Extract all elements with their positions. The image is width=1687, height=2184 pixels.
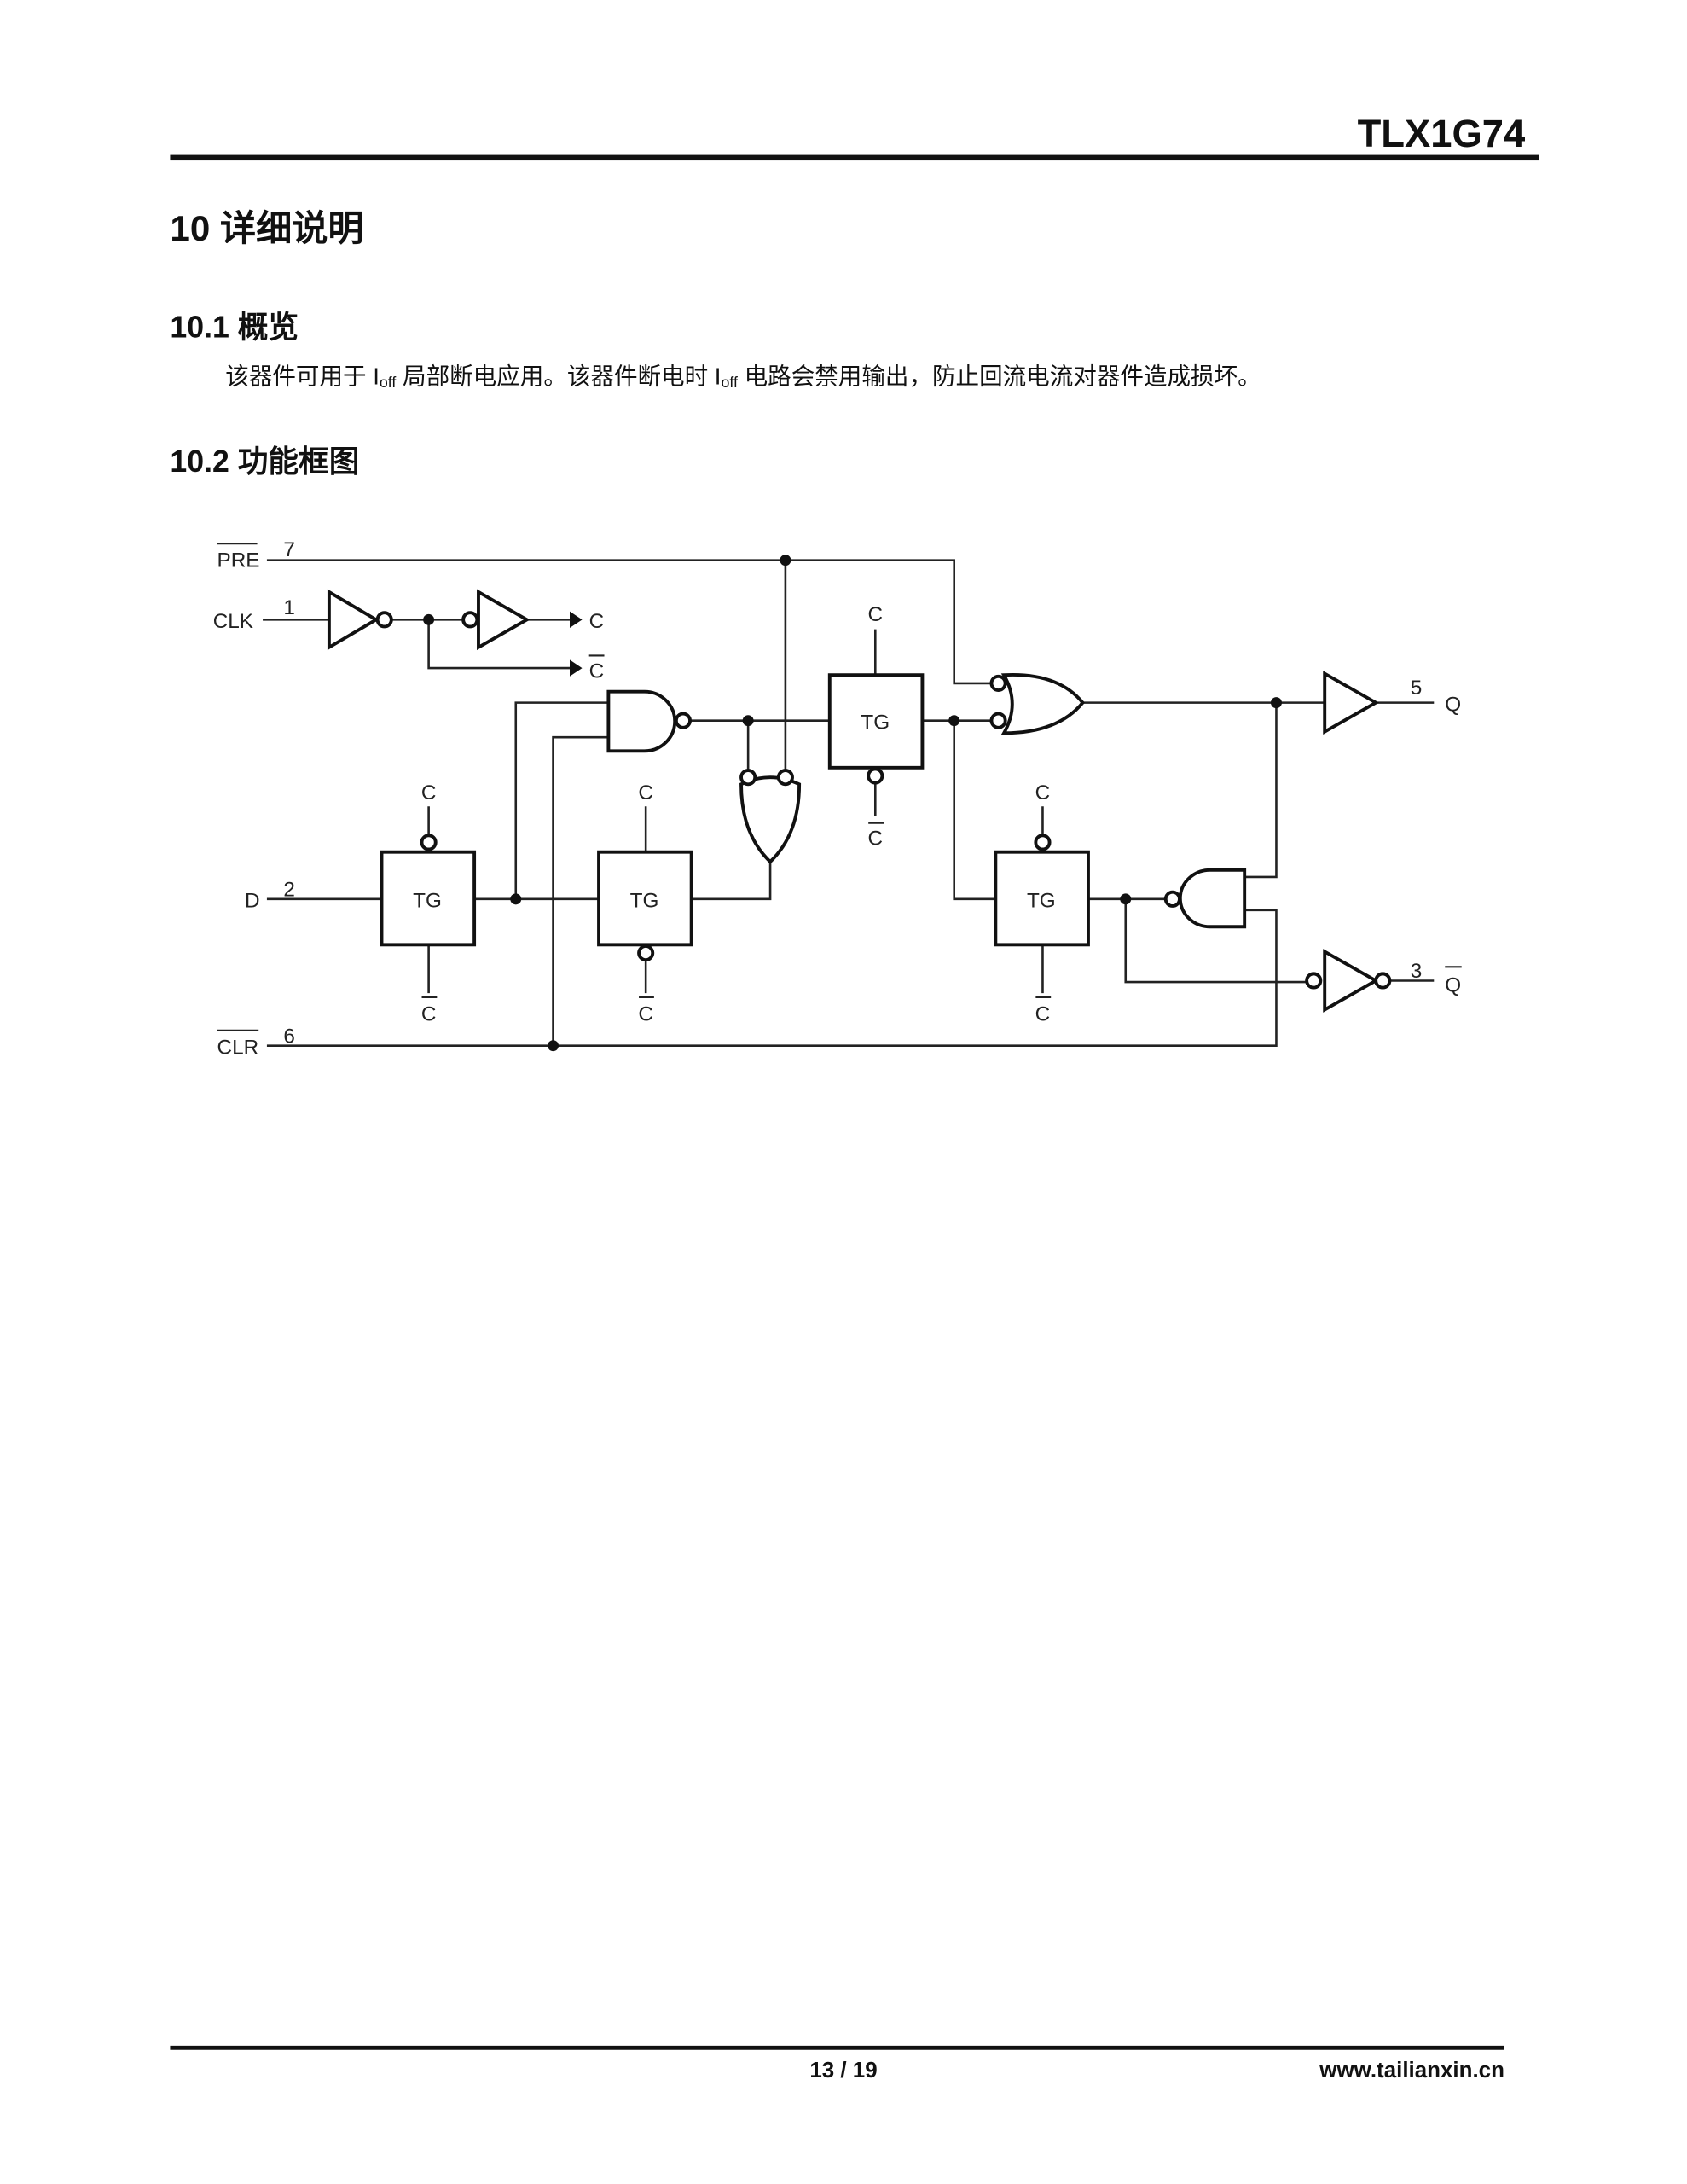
svg-text:C: C: [638, 1003, 653, 1026]
transmission-gate-4: TG C C: [994, 781, 1090, 1026]
qbar-inverter: [1323, 949, 1380, 1013]
pre-label: PRE: [217, 549, 260, 572]
pin-3: 3: [1411, 960, 1423, 983]
pin-6: 6: [283, 1025, 295, 1048]
svg-text:C: C: [638, 781, 653, 804]
section-title: 10 详细说明: [170, 208, 363, 248]
q-buffer: [1323, 671, 1380, 735]
svg-text:C: C: [1035, 781, 1051, 804]
header-rule: [170, 154, 1539, 161]
svg-text:C: C: [1035, 1003, 1051, 1026]
svg-text:C: C: [868, 828, 884, 851]
svg-text:TG: TG: [630, 890, 659, 913]
overview-title: 10.1 概览: [170, 311, 299, 345]
clr-label: CLR: [217, 1036, 259, 1059]
d-label: D: [245, 890, 260, 913]
svg-text:TG: TG: [413, 890, 442, 913]
svg-text:C: C: [868, 603, 884, 626]
overview-paragraph: 该器件可用于 Ioff 局部断电应用。该器件断电时 Ioff 电路会禁用输出，防…: [225, 363, 1261, 391]
document-id: TLX1G74: [1358, 112, 1526, 155]
or-gate: [1000, 672, 1085, 735]
svg-text:TG: TG: [861, 711, 890, 734]
clock-out-c: C: [589, 610, 605, 633]
nor-gate-vertical: [739, 775, 802, 864]
footer-rule: [170, 2045, 1504, 2050]
nand-gate: [606, 689, 677, 753]
transmission-gate-3: TG C C: [827, 603, 925, 851]
svg-text:TG: TG: [1027, 890, 1056, 913]
transmission-gate-1: TG C C: [380, 781, 477, 1026]
svg-text:C: C: [421, 781, 437, 804]
transmission-gate-2: TG C C: [597, 781, 693, 1026]
pin-1: 1: [283, 596, 295, 619]
clock-inverter-2: [477, 589, 530, 651]
clock-out-cbar: C: [589, 659, 605, 682]
pin-2: 2: [283, 879, 295, 902]
and-gate-2: [1178, 868, 1247, 929]
pin-7: 7: [283, 538, 295, 561]
svg-text:C: C: [421, 1003, 437, 1026]
qbar-label: Q: [1445, 973, 1461, 996]
functional-block-diagram: PRE 7 CLK 1 D 2 CLR 6 5 Q 3 Q C C: [213, 538, 1462, 1059]
pin-5: 5: [1411, 677, 1423, 700]
block-diagram-title: 10.2 功能框图: [170, 444, 359, 479]
website-link[interactable]: www.tailianxin.cn: [1319, 2059, 1504, 2082]
clock-inverter-1: [327, 589, 380, 651]
clk-label: CLK: [213, 610, 253, 633]
page-number: 13 / 19: [809, 2059, 877, 2082]
q-label: Q: [1445, 693, 1461, 716]
